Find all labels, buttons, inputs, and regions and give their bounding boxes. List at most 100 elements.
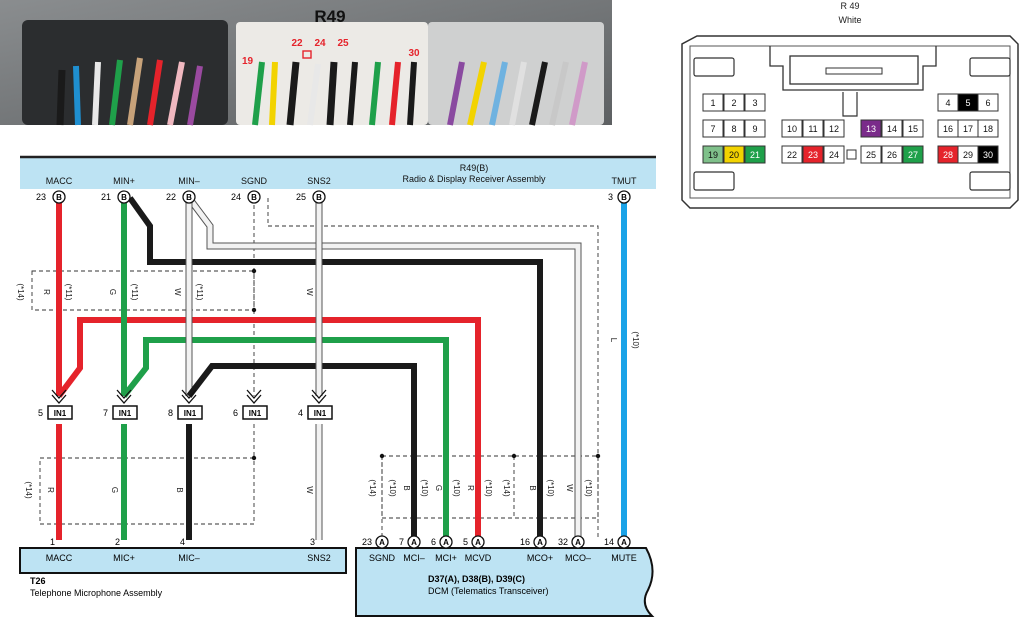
pinout-pin-number: 10 <box>787 124 797 134</box>
pin-number: 1 <box>50 537 55 547</box>
pinout-pin-number: 19 <box>708 150 718 160</box>
pinout-cell <box>823 119 845 138</box>
pinout-cell <box>802 145 824 164</box>
pinout-pin-number: 22 <box>787 150 797 160</box>
junction-label: IN1 <box>119 409 132 418</box>
pinout-pin-number: 21 <box>750 150 760 160</box>
pin-number: 6 <box>233 408 238 418</box>
pinout-cell <box>802 119 824 138</box>
pin-connector-letter: A <box>443 538 449 547</box>
pin-number: 6 <box>431 537 436 547</box>
pin-connector-letter: B <box>56 193 62 202</box>
wire-black-mci-minus <box>186 363 417 540</box>
pin-number: 8 <box>168 408 173 418</box>
pinout-pin-number: 15 <box>908 124 918 134</box>
wire-color: L <box>609 338 618 343</box>
dcm-box <box>355 547 655 617</box>
pinout-pin-number: 4 <box>945 98 950 108</box>
pinout-cell <box>723 119 745 138</box>
wire-color: G <box>110 487 119 493</box>
junction-label: IN1 <box>54 409 67 418</box>
pinout-cell <box>744 145 766 164</box>
pin-number: 3 <box>310 537 315 547</box>
radio-pin-tmut: 3 B <box>608 190 631 204</box>
pin-connector-letter: B <box>186 193 192 202</box>
wire-note: (*11) <box>195 284 204 301</box>
pinout-lock-tab <box>693 57 735 77</box>
pinout-cell <box>977 145 999 164</box>
wire-note: (*10) <box>452 479 461 497</box>
mic-pin-label: SNS2 <box>307 553 331 563</box>
pinout-cell <box>977 119 999 138</box>
pin-connector-letter: B <box>316 193 322 202</box>
dcm-pin-label: MUTE <box>611 553 637 563</box>
pinout-pin-number: 20 <box>729 150 739 160</box>
mic-pin-label: MIC– <box>178 553 200 563</box>
pinout-lock-tab <box>969 171 1011 191</box>
pinout-pin-number: 3 <box>752 98 757 108</box>
dcm-pin-mci-minus: 7 A MCI– <box>399 535 425 563</box>
wire-note: (*10) <box>584 479 593 497</box>
wire-color: R <box>42 289 51 295</box>
pinout-cell <box>781 145 803 164</box>
wire-note: (*10) <box>388 479 397 497</box>
dcm-pin-mute: 14 A MUTE <box>604 535 637 563</box>
pinout-pin-number: 9 <box>752 124 757 134</box>
wire-note: (*14) <box>16 283 25 301</box>
junction-connectors: IN1 5 IN1 7 IN1 8 IN1 6 IN1 4 <box>38 389 333 420</box>
pinout-cell <box>860 119 882 138</box>
pinout-key <box>842 92 858 117</box>
radio-band <box>20 157 656 189</box>
pin-number: 3 <box>608 192 613 202</box>
pin-connector-letter: A <box>411 538 417 547</box>
wire-color: G <box>108 289 117 295</box>
wire-note: (*14) <box>502 479 511 497</box>
shield-outlines <box>31 198 599 540</box>
pinout-cell <box>723 145 745 164</box>
wire-labels: (*14) R (*11) G (*11) W (*11) W L (*10) … <box>16 283 640 499</box>
wire-color: B <box>402 485 411 490</box>
pinout-latch-window <box>789 55 919 85</box>
radio-pin-label: MIN+ <box>113 176 135 186</box>
photo-pin-label: 25 <box>337 38 349 49</box>
splice-dot <box>379 453 385 459</box>
radio-pin-min-minus: 22 B <box>166 190 196 204</box>
radio-code: R49(B) <box>460 163 489 173</box>
wire-color: W <box>173 288 182 296</box>
radio-pin-min-plus: 21 B <box>101 190 131 204</box>
splice-dot <box>251 307 257 313</box>
radio-pin-label: MACC <box>46 176 73 186</box>
dcm-pin-label: SGND <box>369 553 396 563</box>
pinout-pin-number: 6 <box>985 98 990 108</box>
wire-color: G <box>434 485 443 491</box>
mic-pin-label: MACC <box>46 553 73 563</box>
pinout-cell <box>702 93 724 112</box>
junction-pin-sgnd: IN1 6 <box>233 389 268 420</box>
pin-number: 22 <box>166 192 176 202</box>
pin-number: 4 <box>180 537 185 547</box>
wire-note: (*10) <box>420 479 429 497</box>
wire-green-mci-plus <box>121 337 449 540</box>
wire-note: (*10) <box>631 331 640 349</box>
mic-box <box>19 547 347 574</box>
wire-note: (*11) <box>130 284 139 301</box>
radio-pins: 23 B 21 B 22 B 24 B 25 B 3 B <box>36 190 631 204</box>
wire-color: R <box>46 487 55 493</box>
pinout-cell <box>902 119 924 138</box>
pinout-pin-number: 11 <box>808 124 817 134</box>
dcm-name: DCM (Telematics Transceiver) <box>428 586 549 596</box>
wire-color: W <box>305 288 314 296</box>
pin-number: 23 <box>362 537 372 547</box>
radio-pin-sns2: 25 B <box>296 190 326 204</box>
wire-black-min-minus-mco-plus <box>127 196 543 540</box>
wire-color: W <box>305 486 314 494</box>
pinout-cell <box>977 93 999 112</box>
pin-connector-letter: A <box>475 538 481 547</box>
dcm-pin-mco-minus: 32 A MCO– <box>558 535 591 563</box>
pinout-cell <box>902 145 924 164</box>
pinout-cell <box>881 119 903 138</box>
pin-connector-letter: A <box>621 538 627 547</box>
splice-dot <box>511 453 517 459</box>
pinout-title: R 49 <box>840 1 859 11</box>
